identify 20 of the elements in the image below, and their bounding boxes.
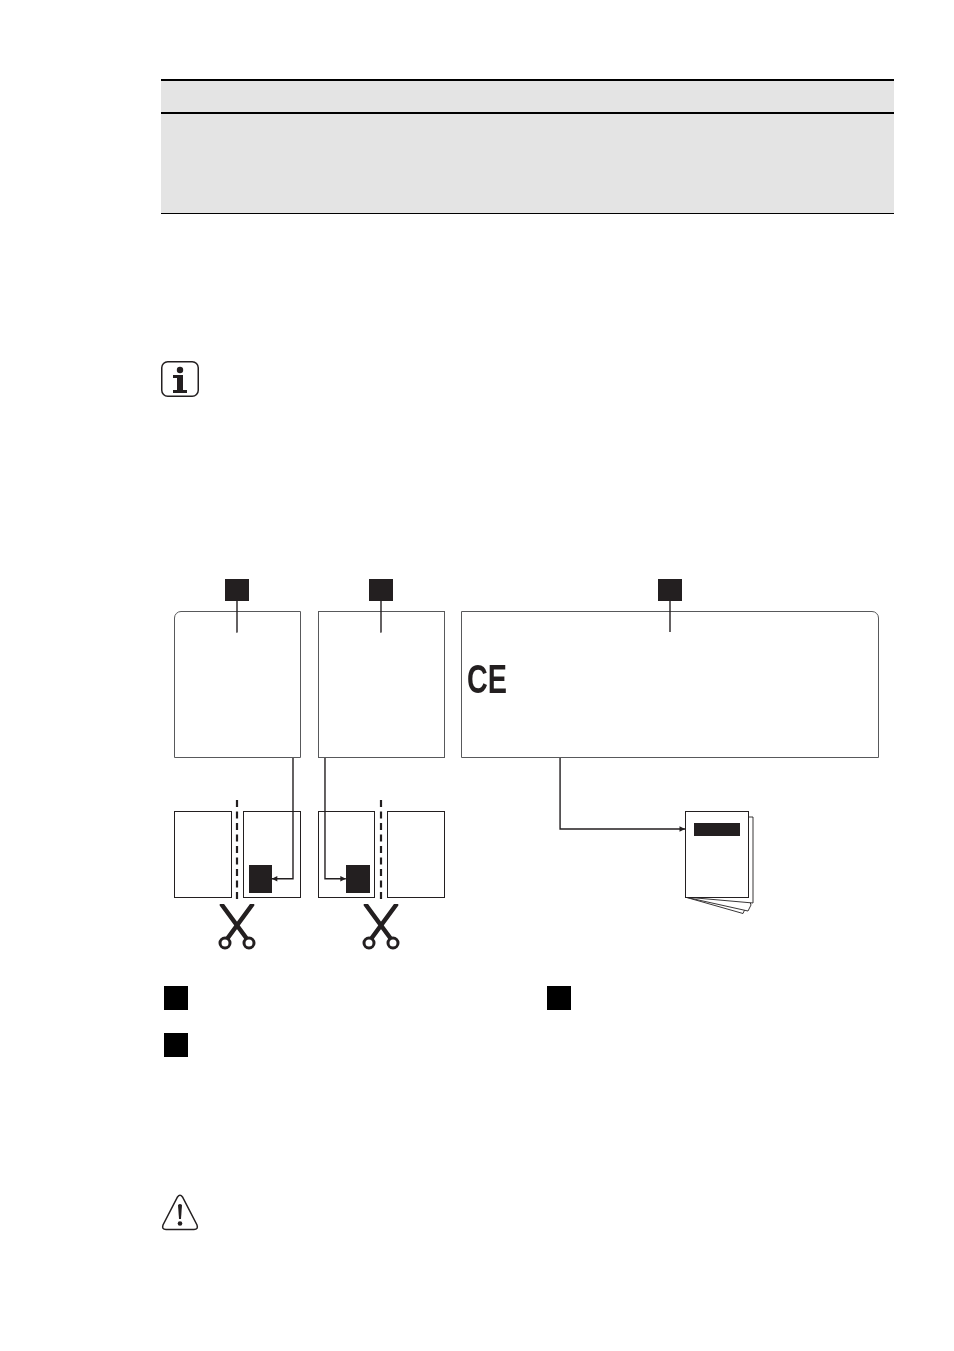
sticker: [248, 864, 272, 893]
callout-marker: [369, 579, 393, 601]
leader-line: [380, 600, 383, 633]
arrow: [271, 757, 294, 882]
arrow: [324, 757, 347, 882]
card: [174, 811, 232, 898]
booklet-drawing: [685, 811, 755, 915]
callout-marker: [225, 579, 249, 601]
callout-marker: [658, 579, 682, 601]
card: [387, 811, 445, 898]
sticker: [345, 864, 370, 893]
label-panel: [461, 611, 879, 758]
leader-line: [669, 600, 671, 633]
leader-line: [236, 600, 239, 633]
card: [243, 811, 301, 898]
card: [318, 811, 375, 898]
arrow: [559, 757, 686, 832]
label-panel: [174, 611, 301, 758]
label-panel: [318, 611, 445, 758]
ce-mark: CE: [467, 659, 507, 699]
